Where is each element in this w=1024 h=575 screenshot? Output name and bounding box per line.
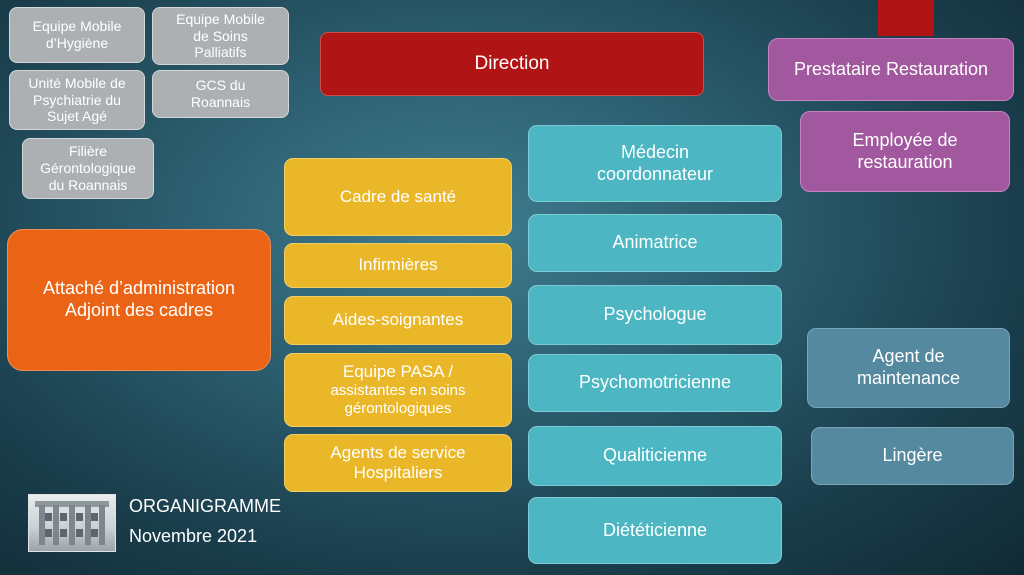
box-lingere-label: Lingère [882, 445, 943, 466]
box-psychologue-label: Psychologue [603, 304, 707, 325]
box-aides-soignantes-label: Aides-soignantes [332, 310, 464, 330]
box-psychologue: Psychologue [528, 285, 782, 345]
box-medecin-coordonnateur-label: Médecin coordonnateur [596, 141, 714, 184]
box-animatrice: Animatrice [528, 214, 782, 272]
box-gcs-roannais-label: GCS du Roannais [190, 77, 251, 110]
box-prestataire-restauration: Prestataire Restauration [768, 38, 1014, 101]
box-equipe-mobile-hygiene-label: Equipe Mobile d’Hygiène [32, 18, 122, 51]
box-infirmieres-label: Infirmières [358, 255, 438, 275]
box-equipe-pasa: Equipe PASA / assistantes en soins géron… [284, 353, 512, 427]
box-psychomotricienne-label: Psychomotricienne [578, 372, 732, 393]
box-equipe-mobile-hygiene: Equipe Mobile d’Hygiène [9, 7, 145, 63]
box-cadre-sante: Cadre de santé [284, 158, 512, 236]
building-photo [28, 494, 116, 552]
box-agent-maintenance: Agent de maintenance [807, 328, 1010, 408]
box-medecin-coordonnateur: Médecin coordonnateur [528, 125, 782, 202]
box-dieteticienne: Diététicienne [528, 497, 782, 564]
box-equipe-pasa-subtitle: assistantes en soins gérontologiques [330, 382, 466, 418]
box-aides-soignantes: Aides-soignantes [284, 296, 512, 345]
box-qualiticienne-label: Qualiticienne [602, 445, 708, 466]
caption-title: ORGANIGRAMME [129, 496, 282, 516]
box-direction: Direction [320, 32, 704, 96]
box-psychomotricienne: Psychomotricienne [528, 354, 782, 412]
box-employee-restauration-label: Employée de restauration [852, 129, 958, 172]
box-dieteticienne-label: Diététicienne [602, 519, 708, 540]
box-cadre-sante-label: Cadre de santé [339, 186, 457, 206]
box-lingere: Lingère [811, 427, 1014, 485]
box-attache-administration: Attaché d’administration Adjoint des cad… [7, 229, 271, 371]
box-unite-mobile-psychiatrie-label: Unité Mobile de Psychiatrie du Sujet Agé [28, 74, 126, 125]
box-prestataire-restauration-label: Prestataire Restauration [793, 58, 989, 79]
direction-connector-bar [878, 0, 934, 36]
caption-date: Novembre 2021 [129, 526, 258, 546]
box-agents-service-hospitaliers: Agents de service Hospitaliers [284, 434, 512, 492]
box-filiere-gerontologique-label: Filière Gérontologique du Roannais [40, 143, 136, 193]
box-infirmieres: Infirmières [284, 243, 512, 288]
box-agents-service-hospitaliers-label: Agents de service Hospitaliers [330, 442, 466, 482]
box-gcs-roannais: GCS du Roannais [152, 70, 289, 118]
box-qualiticienne: Qualiticienne [528, 426, 782, 486]
box-agent-maintenance-label: Agent de maintenance [856, 346, 961, 388]
box-employee-restauration: Employée de restauration [800, 111, 1010, 192]
box-attache-administration-label: Attaché d’administration Adjoint des cad… [42, 278, 236, 320]
box-unite-mobile-psychiatrie: Unité Mobile de Psychiatrie du Sujet Agé [9, 70, 145, 130]
box-equipe-mobile-soins-palliatifs-label: Equipe Mobile de Soins Palliatifs [176, 10, 265, 61]
box-filiere-gerontologique: Filière Gérontologique du Roannais [22, 138, 154, 199]
box-animatrice-label: Animatrice [612, 232, 698, 253]
box-direction-label: Direction [474, 52, 550, 74]
box-equipe-pasa-title: Equipe PASA / [342, 361, 454, 381]
box-equipe-mobile-soins-palliatifs: Equipe Mobile de Soins Palliatifs [152, 7, 289, 65]
